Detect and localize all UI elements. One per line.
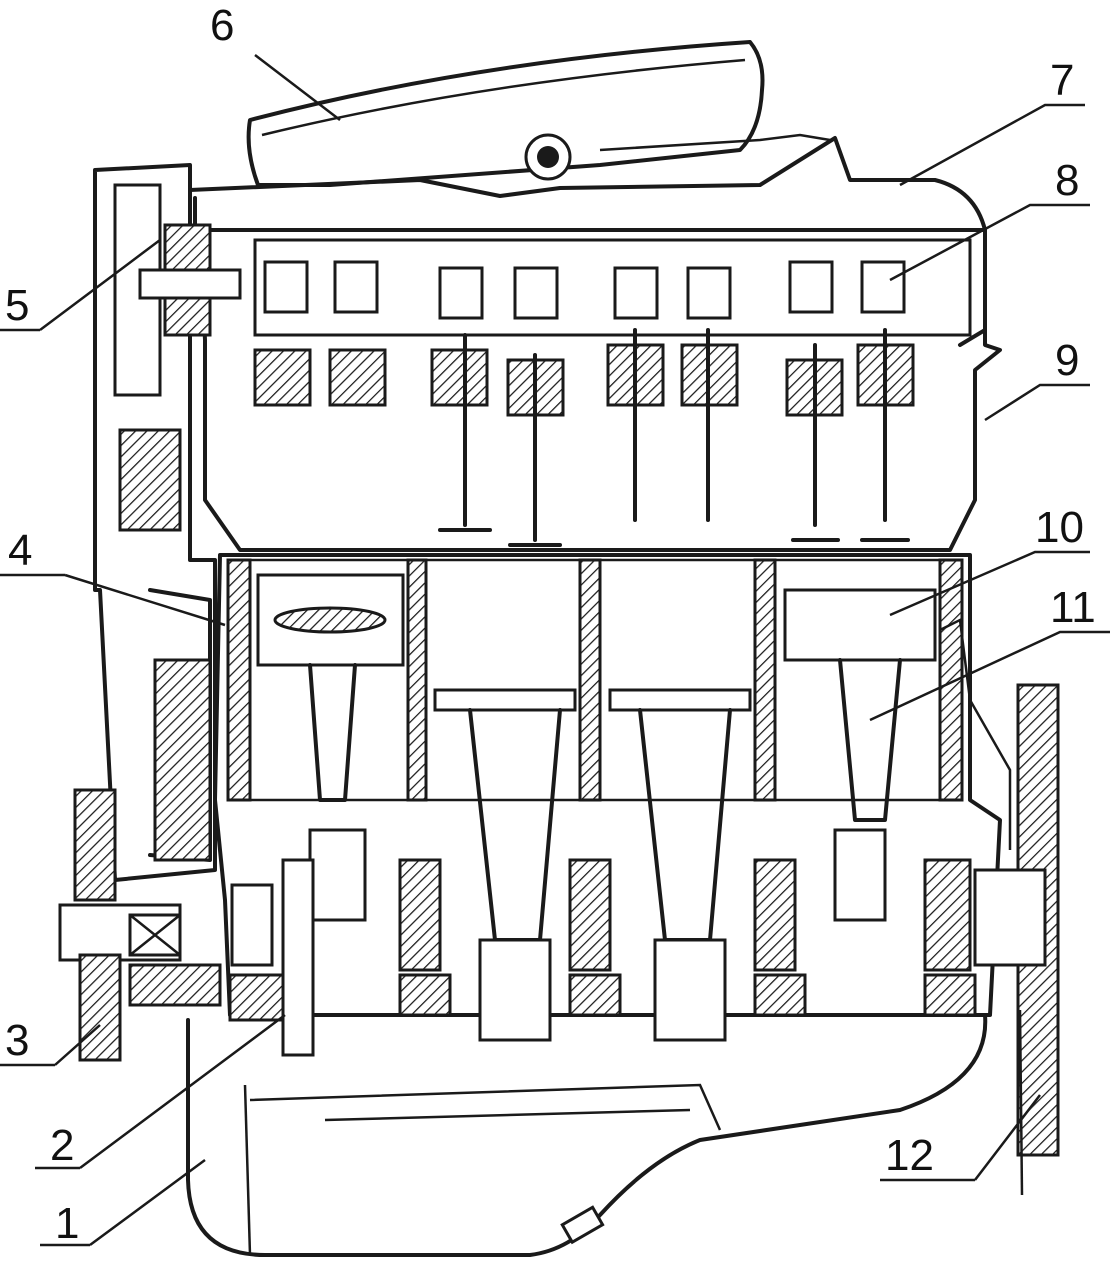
- callout-10: 10: [1035, 503, 1084, 552]
- callout-8: 8: [1055, 156, 1079, 205]
- leader-8: [889, 203, 1090, 282]
- leader-10: [889, 550, 1090, 617]
- leader-9: [984, 383, 1090, 422]
- leader-lines: [0, 54, 1110, 1247]
- valves: [438, 328, 910, 547]
- callout-2: 2: [50, 1121, 74, 1170]
- camshaft-pulley: [138, 223, 242, 337]
- leader-6: [254, 54, 341, 121]
- crankshaft-pulley: [58, 788, 222, 1062]
- leader-2: [35, 1013, 286, 1170]
- callout-4: 4: [8, 526, 32, 575]
- callout-7: 7: [1050, 56, 1074, 105]
- callout-5: 5: [5, 281, 29, 330]
- callout-12: 12: [885, 1131, 934, 1180]
- cylinder-block: [213, 553, 1002, 1017]
- callout-1: 1: [55, 1199, 79, 1248]
- callout-3: 3: [5, 1016, 29, 1065]
- flywheel: [939, 618, 1060, 1196]
- leader-1: [40, 1158, 206, 1247]
- leader-3: [0, 1024, 101, 1067]
- crankshaft: [228, 828, 977, 1042]
- camshaft: [263, 260, 906, 320]
- leader-7: [899, 103, 1085, 187]
- timing-cover: [93, 163, 217, 882]
- callout-6: 6: [210, 1, 234, 50]
- air-filter-housing: [246, 40, 831, 187]
- oil-pump-drive: [281, 858, 315, 1057]
- callout-labels: 1 2 3 4 5 6 7 8 9 10 11 12: [5, 1, 1096, 1248]
- oil-pan: [186, 1013, 988, 1257]
- leader-12: [880, 1094, 1041, 1182]
- cylinder-head: [198, 228, 1002, 552]
- callout-9: 9: [1055, 336, 1079, 385]
- callout-11: 11: [1050, 583, 1096, 632]
- leader-4: [0, 573, 226, 627]
- pistons: [256, 573, 937, 712]
- valve-springs: [253, 343, 915, 417]
- leader-11: [869, 630, 1110, 722]
- leader-5: [0, 239, 161, 332]
